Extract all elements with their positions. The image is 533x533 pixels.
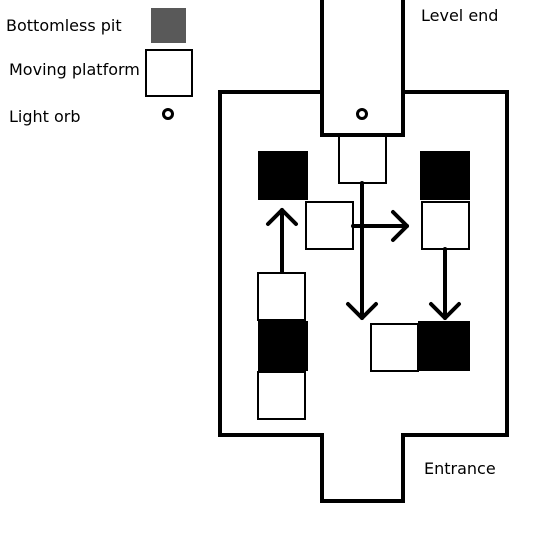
level-end-label: Level end <box>421 6 498 25</box>
platform-top-center <box>338 135 387 184</box>
platform-center <box>305 201 354 250</box>
pit-upper-right <box>420 151 470 200</box>
platform-left-lower <box>257 371 306 420</box>
arrow-down-right <box>429 247 461 320</box>
platform-left-upper <box>257 272 306 321</box>
arrow-down-center <box>346 181 378 320</box>
legend-platform-label: Moving platform <box>9 60 140 79</box>
arrow-up-left <box>266 208 298 274</box>
platform-bottom-center <box>370 323 419 372</box>
pit-lower-left <box>258 321 308 371</box>
legend-orb-label: Light orb <box>9 107 81 126</box>
pit-upper-left <box>258 151 308 200</box>
platform-right <box>421 201 470 250</box>
legend-platform-swatch <box>145 49 193 97</box>
legend-orb-icon <box>162 108 174 120</box>
legend-pit-swatch <box>151 8 186 43</box>
legend-pit-label: Bottomless pit <box>6 16 122 35</box>
light-orb <box>356 108 368 120</box>
arrow-right-center <box>351 210 409 242</box>
pit-lower-right <box>418 321 470 371</box>
entrance-label: Entrance <box>424 459 496 478</box>
